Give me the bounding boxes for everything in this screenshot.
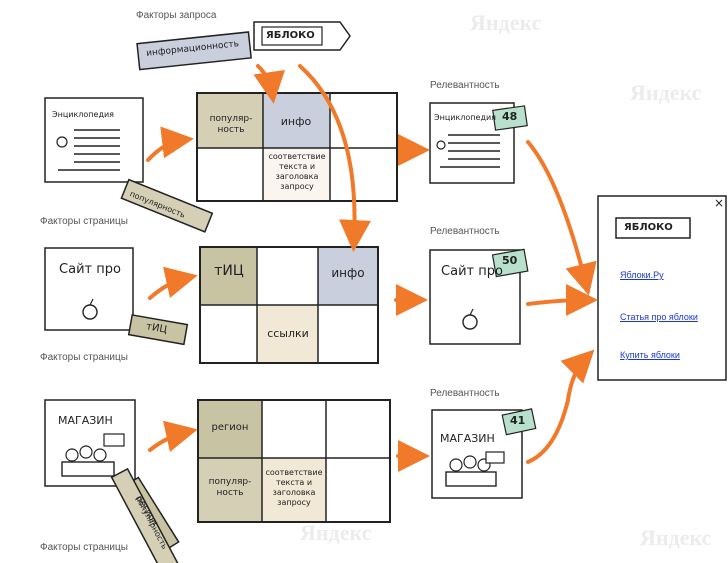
doc-title-3: МАГАЗИН xyxy=(58,414,113,427)
doc-frame-3 xyxy=(44,399,136,487)
puzzle-piece-3a: регион xyxy=(211,422,249,433)
serp-result-2[interactable]: Статья про яблоки xyxy=(620,312,698,322)
puzzle-piece-3b: популяр-ность xyxy=(208,477,252,498)
puzzle-piece-2b: инфо xyxy=(331,266,365,280)
serp-search-box xyxy=(615,217,691,239)
watermark: Яндекс xyxy=(630,80,702,105)
serp-result-3[interactable]: Купить яблоки xyxy=(620,350,680,360)
doc-tag-frame-3b xyxy=(110,467,182,563)
doc-title-1: Энциклопедия xyxy=(52,110,114,119)
relevance-label-3: Релевантность xyxy=(430,388,500,399)
result-title-3: МАГАЗИН xyxy=(440,432,495,445)
relevance-label-2: Релевантность xyxy=(430,226,500,237)
serp-result-1[interactable]: Яблоки.Ру xyxy=(620,270,664,280)
query-factors-label: Факторы запроса xyxy=(136,10,217,21)
puzzle-piece-1b: инфо xyxy=(280,115,312,128)
puzzle-piece-1c: соответствие текста и заголовка запросу xyxy=(268,152,326,191)
puzzle-piece-3c: соответствие текста и заголовка запросу xyxy=(265,468,323,507)
close-icon[interactable]: × xyxy=(714,196,725,210)
score-badge-2 xyxy=(491,248,529,278)
watermark: Яндекс xyxy=(470,10,542,35)
score-badge-3 xyxy=(501,408,537,436)
puzzle-frame-3 xyxy=(197,399,391,523)
query-tag xyxy=(136,31,252,71)
doc-tag-frame-2 xyxy=(127,314,189,346)
score-3: 41 xyxy=(510,414,526,427)
page-factors-label-1: Факторы страницы xyxy=(40,216,128,227)
query-text: ЯБЛОКО xyxy=(266,30,315,41)
page-factors-label-3: Факторы страницы xyxy=(40,542,128,553)
doc-frame-1 xyxy=(44,97,144,183)
result-title-2: Сайт про xyxy=(441,264,503,279)
text-lines-icon xyxy=(58,129,120,171)
arrows xyxy=(146,64,598,472)
page-factors-label-2: Факторы страницы xyxy=(40,352,128,363)
doc-frame-2 xyxy=(44,247,134,331)
watermark: Яндекс xyxy=(300,520,372,545)
serp-query[interactable]: ЯБЛОКО xyxy=(624,222,673,233)
price-tag-icon xyxy=(485,451,505,464)
basket-icon xyxy=(61,461,115,477)
doc-tag-frame-1 xyxy=(120,178,214,233)
score-2: 50 xyxy=(502,254,518,267)
query-inner-box xyxy=(261,26,323,46)
puzzle-frame-1 xyxy=(196,92,398,202)
puzzle-piece-2c: ссылки xyxy=(267,327,309,340)
apple-icon xyxy=(56,136,68,148)
relevance-label-1: Релевантность xyxy=(430,80,500,91)
puzzle-piece-2a: тИЦ xyxy=(214,263,244,279)
price-tag-icon xyxy=(103,433,125,447)
result-title-1: Энциклопедия xyxy=(434,113,496,122)
watermark: Яндекс xyxy=(640,525,712,550)
puzzle-piece-1a: популяр-ность xyxy=(209,114,253,135)
doc-title-2: Сайт про xyxy=(59,262,121,277)
score-badge-1 xyxy=(492,105,528,131)
basket-icon xyxy=(445,471,497,487)
score-1: 48 xyxy=(502,110,518,123)
